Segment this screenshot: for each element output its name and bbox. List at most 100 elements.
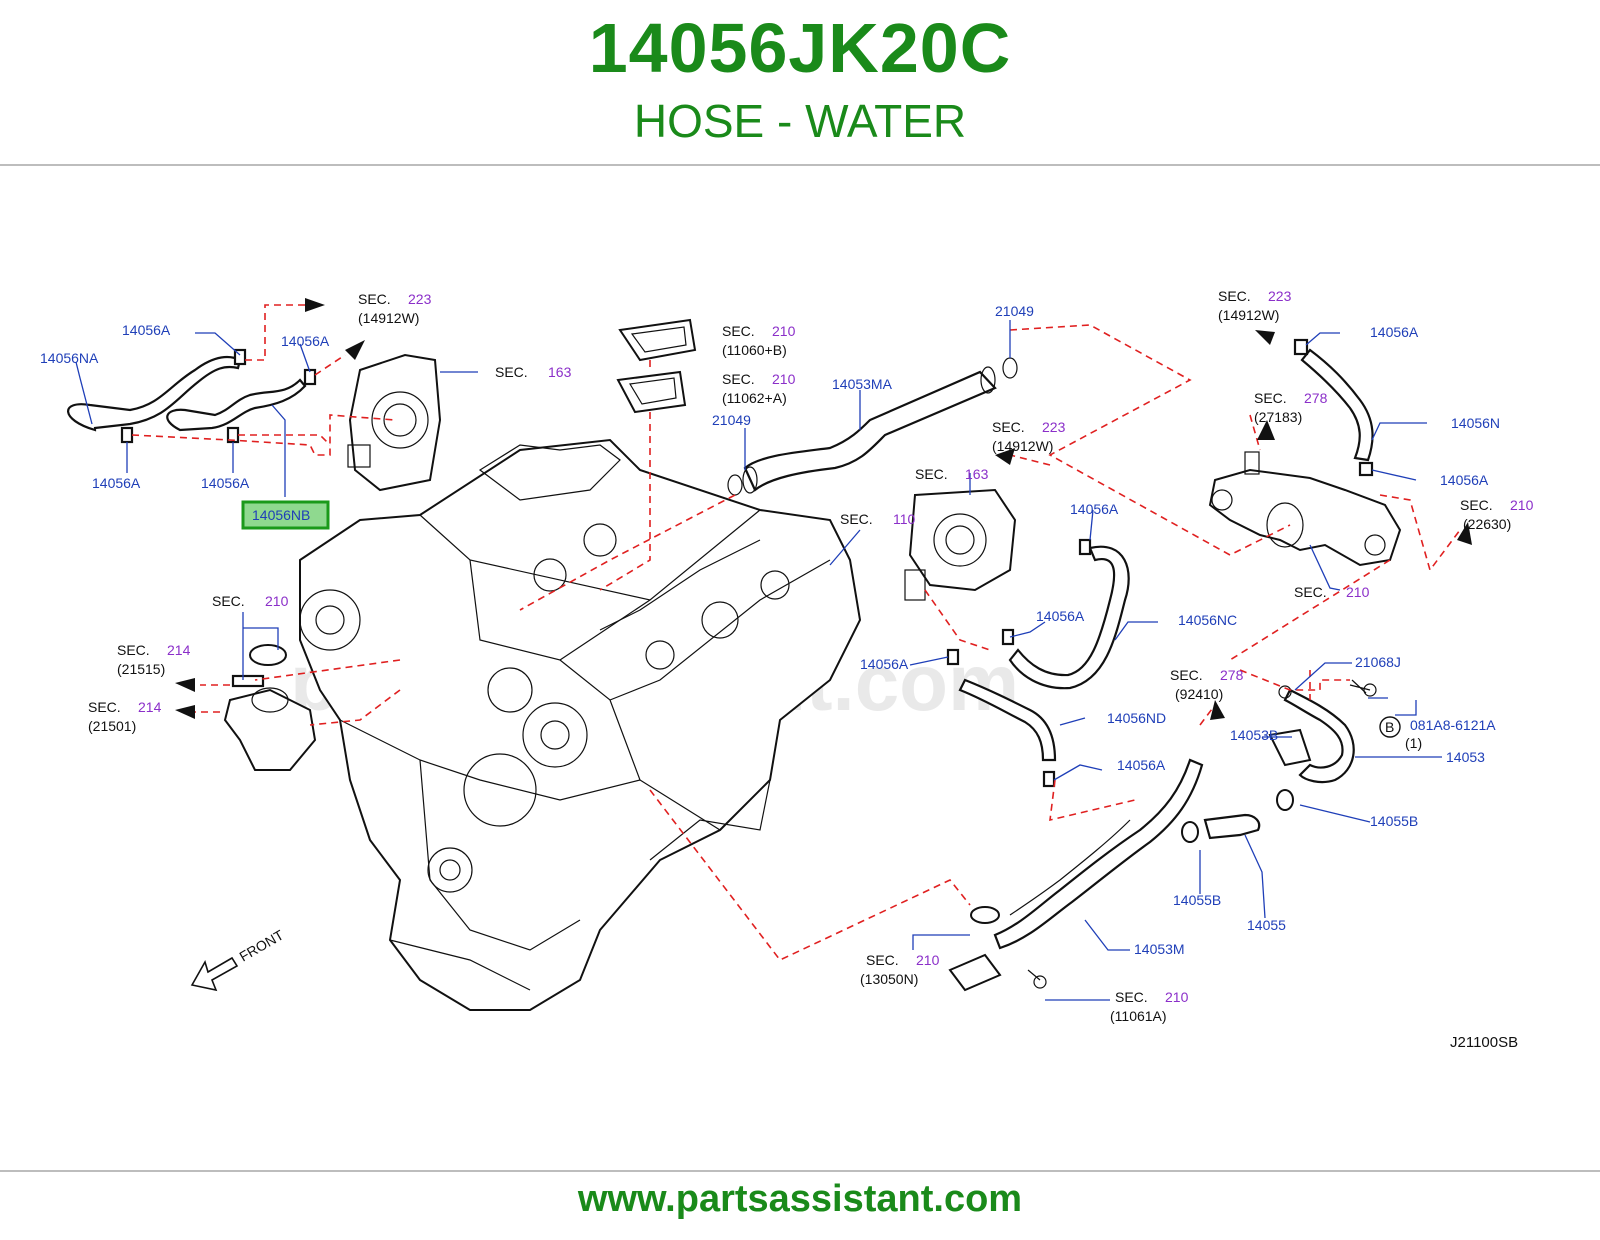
engine-block <box>299 438 862 1011</box>
sec-label: SEC. <box>495 364 528 380</box>
sec-number: 210 <box>772 371 796 387</box>
hose-14056NA <box>67 355 242 432</box>
sec-ref: (27183) <box>1254 409 1302 425</box>
water-pipe-14053M <box>948 758 1204 992</box>
label-14056NC: 14056NC <box>1178 612 1237 628</box>
label-14056A: 14056A <box>92 475 141 491</box>
drawing-code: J21100SB <box>1450 1034 1518 1051</box>
sec-label: SEC. <box>1170 667 1203 683</box>
label-14056NB-highlighted: 14056NB <box>252 507 310 523</box>
label-14053: 14053 <box>1446 749 1485 765</box>
sec-number: 278 <box>1220 667 1244 683</box>
sec-ref: (11061A) <box>1110 1008 1167 1024</box>
part-labels: 14056NA 14056A 14056A 14056A 14056A 1405… <box>40 303 1500 957</box>
sec-number: 210 <box>1165 989 1189 1005</box>
sec-ref: (92410) <box>1175 686 1223 702</box>
sec-number: 214 <box>138 699 162 715</box>
part-name-subtitle: HOSE - WATER <box>633 95 967 147</box>
reference-arrows <box>175 298 1472 720</box>
throttle-body-center <box>904 488 1017 601</box>
front-indicator: FRONT <box>190 926 287 992</box>
sec-label: SEC. <box>722 371 755 387</box>
label-14056A: 14056A <box>122 322 171 338</box>
label-14056A: 14056A <box>1036 608 1085 624</box>
highlight-box <box>241 500 330 530</box>
bolt-marker: B (1) <box>1379 716 1422 751</box>
front-label: FRONT <box>237 926 287 964</box>
hose-14055 <box>1181 789 1294 843</box>
sec-label: SEC. <box>1115 989 1148 1005</box>
sec-number: 163 <box>965 466 989 482</box>
thermostat-housing-left <box>223 644 317 771</box>
hose-14056N <box>1293 338 1374 477</box>
sec-ref: (14912W) <box>358 310 419 326</box>
footer-divider <box>0 1170 1600 1172</box>
bolts <box>1027 679 1377 989</box>
sec-label: SEC. <box>117 642 150 658</box>
sec-label: SEC. <box>915 466 948 482</box>
sec-number: 278 <box>1304 390 1328 406</box>
leader-lines <box>75 320 1442 1001</box>
label-14056A: 14056A <box>1117 757 1166 773</box>
label-21049: 21049 <box>995 303 1034 319</box>
label-14056A: 14056A <box>1440 472 1489 488</box>
sec-number: 163 <box>548 364 572 380</box>
bolt-qty: (1) <box>1405 735 1422 751</box>
label-14056A: 14056A <box>281 333 330 349</box>
label-14056ND: 14056ND <box>1107 710 1166 726</box>
water-pipe-14053MA <box>742 366 997 494</box>
sec-number: 210 <box>1346 584 1370 600</box>
sec-number: 210 <box>265 593 289 609</box>
hose-14056NB <box>166 378 307 432</box>
sec-ref: (14912W) <box>992 438 1053 454</box>
reference-lines <box>131 304 1461 961</box>
water-outlet-right <box>1208 451 1402 567</box>
sec-number: 223 <box>408 291 432 307</box>
label-14053MA: 14053MA <box>832 376 893 392</box>
part-number-title: 14056JK20C <box>588 9 1012 87</box>
label-21068J: 21068J <box>1355 654 1401 670</box>
sec-label: SEC. <box>992 419 1025 435</box>
sec-number: 210 <box>916 952 940 968</box>
sec-ref: (11060+B) <box>722 342 787 358</box>
label-14056N: 14056N <box>1451 415 1500 431</box>
label-081A8-6121A: 081A8-6121A <box>1410 717 1496 733</box>
hose-14056NC <box>1008 545 1130 690</box>
o-ring-21049-right <box>1002 357 1018 379</box>
label-14056A: 14056A <box>1070 501 1119 517</box>
footer-url[interactable]: www.partsassistant.com <box>577 1178 1023 1220</box>
label-14056A: 14056A <box>201 475 250 491</box>
parts-diagram: partsassistant.com <box>40 288 1534 1051</box>
hose-14056ND <box>958 678 1057 762</box>
label-21049: 21049 <box>712 412 751 428</box>
sec-number: 223 <box>1268 288 1292 304</box>
sec-number: 214 <box>167 642 191 658</box>
sec-ref: (14912W) <box>1218 307 1279 323</box>
label-14056A: 14056A <box>860 656 909 672</box>
sec-label: SEC. <box>722 323 755 339</box>
label-14055B: 14055B <box>1173 892 1221 908</box>
label-14056NA: 14056NA <box>40 350 99 366</box>
sec-number: 110 <box>893 511 916 527</box>
throttle-body-left <box>347 353 442 492</box>
hose-clamps-center <box>946 538 1092 788</box>
label-14055: 14055 <box>1247 917 1286 933</box>
o-ring-21049-left <box>727 474 743 496</box>
label-14056A: 14056A <box>1370 324 1419 340</box>
sec-number: 210 <box>1510 497 1534 513</box>
sec-number: 210 <box>772 323 796 339</box>
sec-label: SEC. <box>212 593 245 609</box>
sec-label: SEC. <box>866 952 899 968</box>
sec-ref: (13050N) <box>860 971 918 987</box>
label-14053M: 14053M <box>1134 941 1185 957</box>
sec-ref: (11062+A) <box>722 390 787 406</box>
label-14055B: 14055B <box>1370 813 1418 829</box>
sec-label: SEC. <box>1460 497 1493 513</box>
gasket-11060 <box>618 318 697 362</box>
sec-number: 223 <box>1042 419 1066 435</box>
sec-ref: (21501) <box>88 718 136 734</box>
sec-label: SEC. <box>1294 584 1327 600</box>
sec-label: SEC. <box>88 699 121 715</box>
label-14053B: 14053B <box>1230 727 1278 743</box>
sec-ref: (21515) <box>117 661 165 677</box>
